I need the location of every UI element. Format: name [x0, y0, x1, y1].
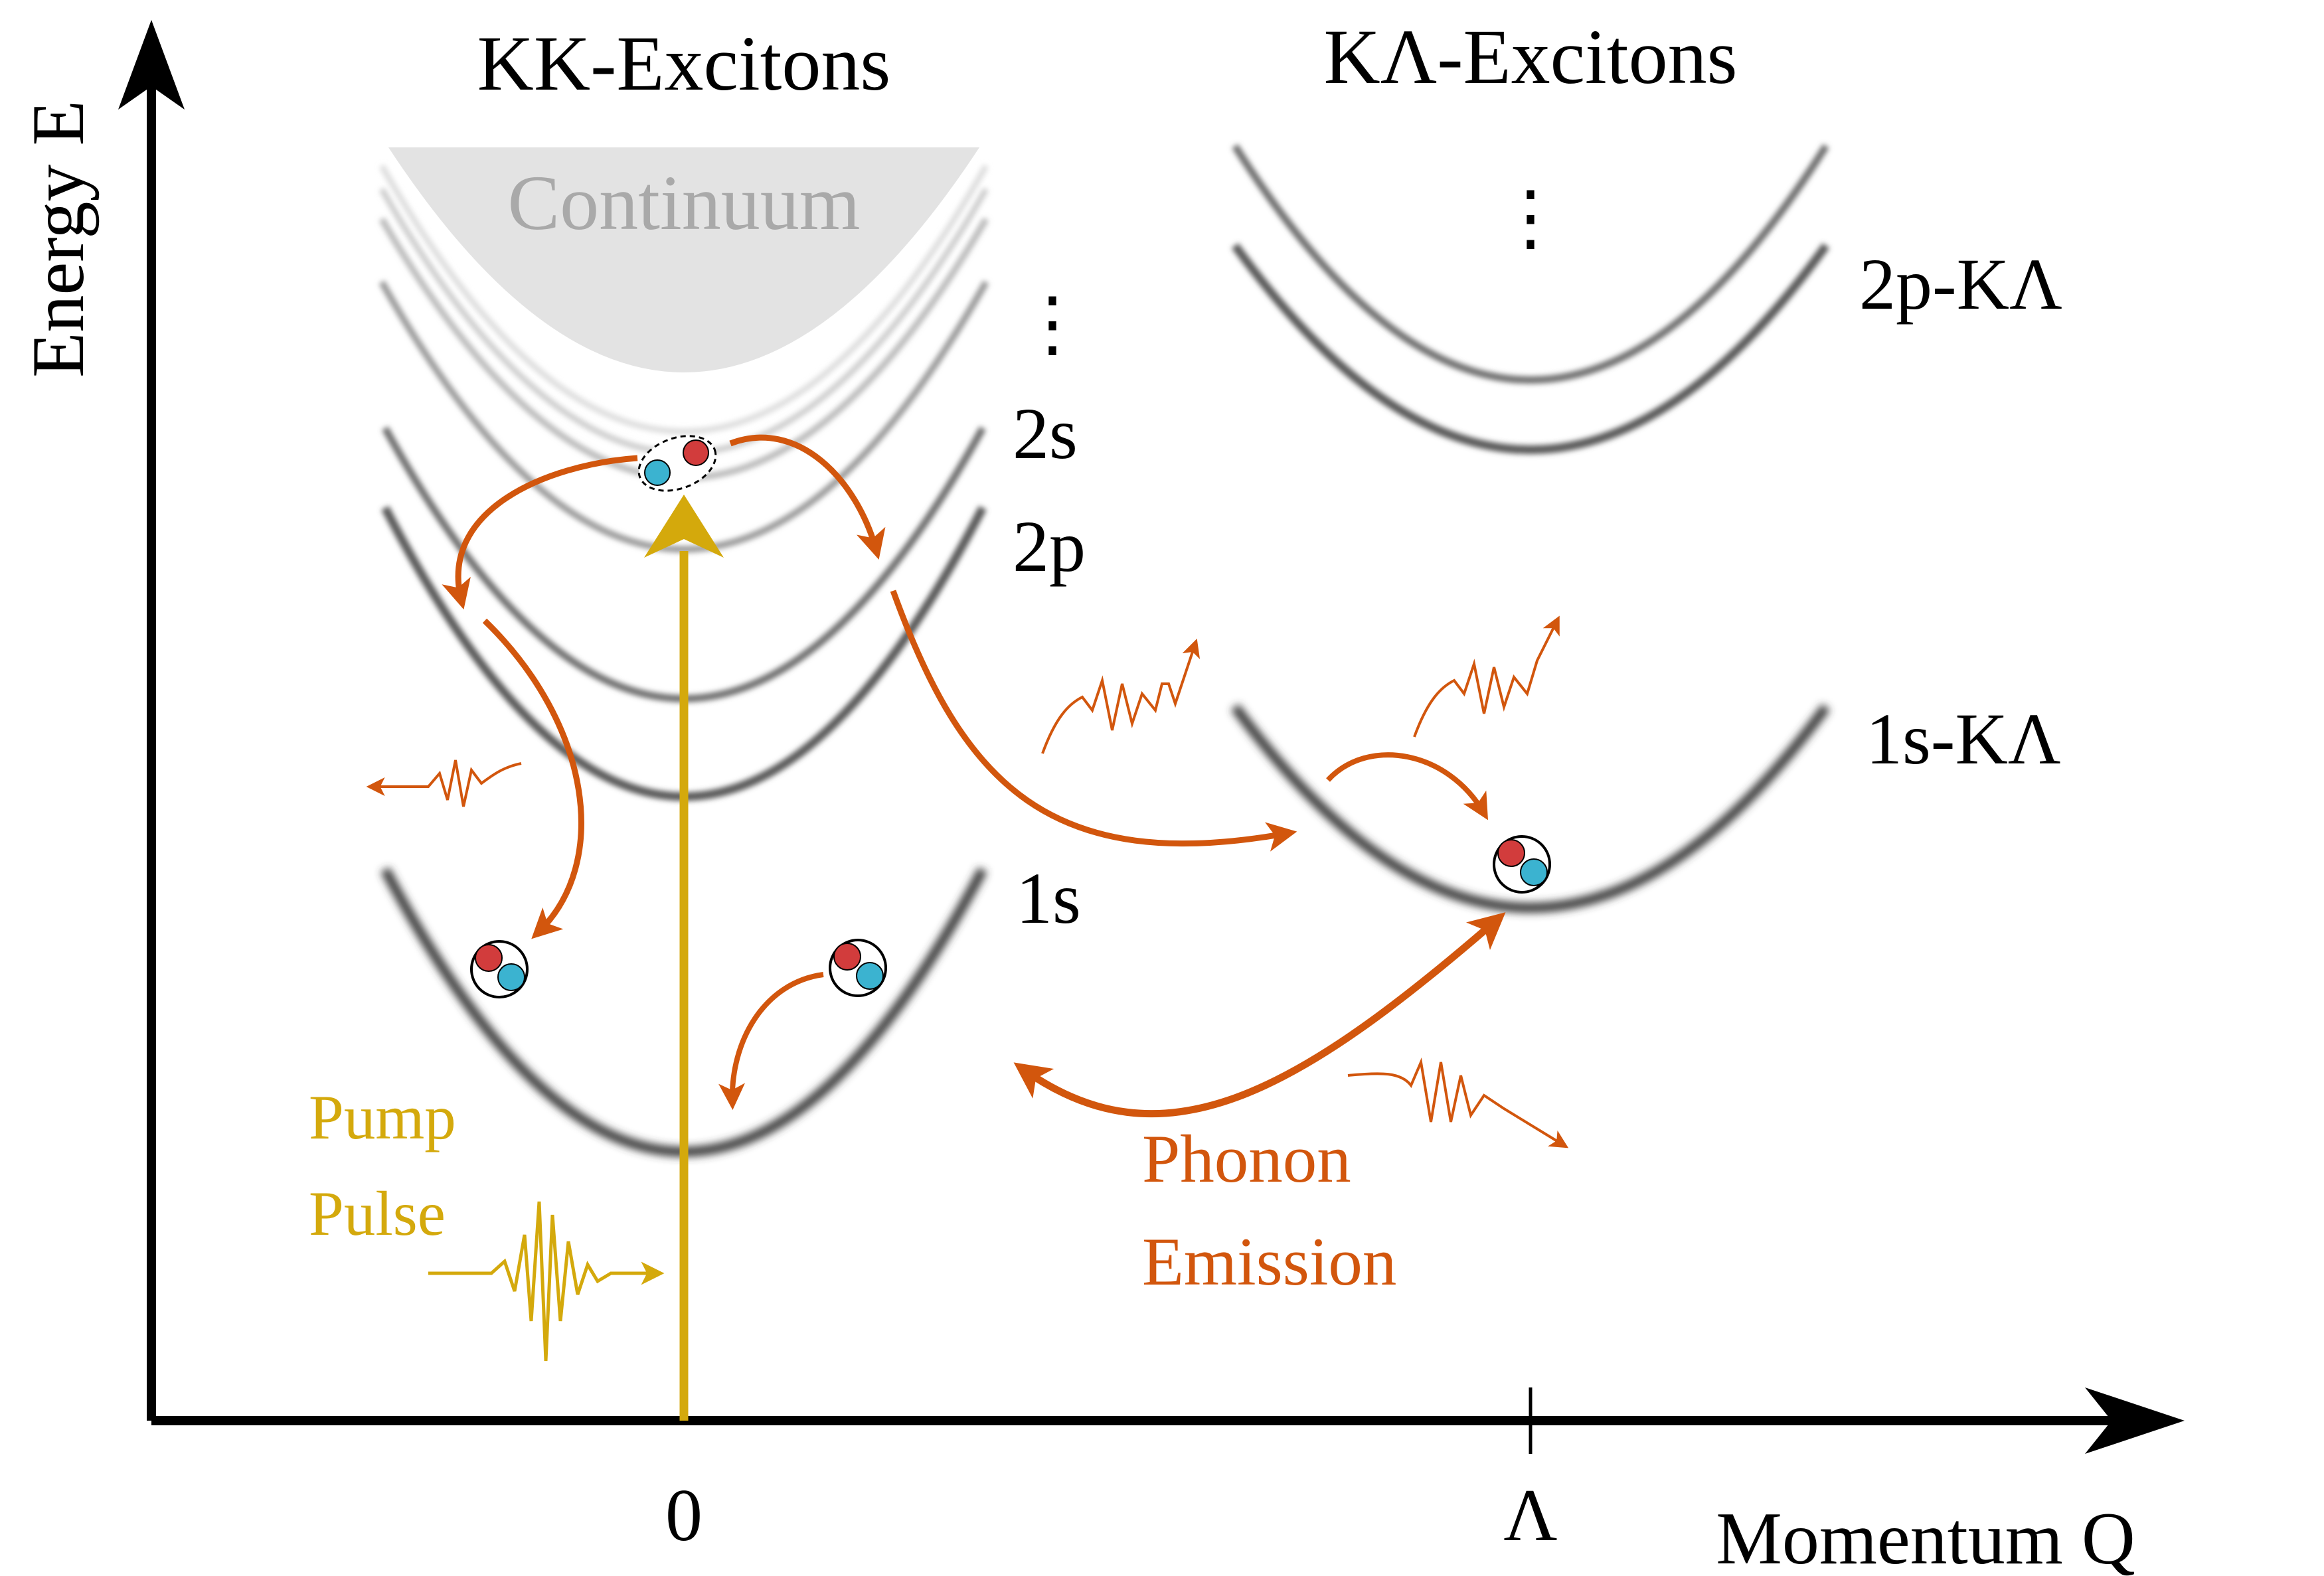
electron-icon — [475, 944, 503, 972]
phonon-wave-center — [1041, 639, 1201, 754]
y-axis-label: Energy E — [17, 100, 100, 378]
x-axis-label: Momentum Q — [1716, 1498, 2135, 1576]
tick-zero-label: 0 — [665, 1474, 703, 1557]
hole-icon — [856, 962, 884, 990]
pump-label-line2: Pulse — [309, 1178, 446, 1249]
pump-arrow-head — [644, 495, 724, 558]
continuum-region — [388, 147, 979, 372]
exciton-continuum — [637, 435, 717, 492]
phonon-label-line2: Emission — [1142, 1224, 1396, 1300]
label-1s-kl: 1s-KΛ — [1866, 698, 2061, 779]
hole-icon — [644, 459, 671, 486]
arrow-kl-to-kk-1s — [1013, 912, 1506, 1118]
exciton-kk-1s-right — [829, 939, 887, 997]
phonon-wave-bottom — [1347, 1057, 1569, 1148]
label-2p-kl: 2p-KΛ — [1859, 244, 2062, 325]
arrow-2p-to-1s-left — [482, 618, 584, 939]
phonon-wave-left — [366, 759, 522, 807]
title-kl-excitons: KΛ-Excitons — [1323, 13, 1737, 100]
pump-pulse-wave — [428, 1201, 665, 1362]
exciton-kk-1s-left — [470, 940, 529, 998]
continuum-label: Continuum — [507, 159, 860, 246]
kl-2p-band — [1231, 243, 1830, 454]
electron-icon — [833, 943, 861, 971]
pump-label-line1: Pump — [309, 1082, 456, 1152]
x-axis-arrowhead — [2085, 1387, 2185, 1454]
exciton-kl-1s — [1493, 835, 1551, 894]
kl-upper-band — [1232, 144, 1829, 384]
kl-1s-band — [1230, 704, 1831, 913]
label-1s: 1s — [1016, 858, 1081, 939]
axes — [118, 20, 2185, 1454]
ellipsis-right: ⋮ — [1494, 177, 1567, 258]
arrow-2s-to-2p-right — [729, 434, 886, 560]
hole-icon — [1520, 858, 1548, 886]
tick-lambda-label: Λ — [1503, 1474, 1557, 1557]
phonon-waves — [366, 615, 1569, 1148]
scattering-arrows — [442, 434, 1506, 1118]
arrow-2s-to-2p-left — [442, 455, 638, 610]
electron-icon — [1497, 839, 1525, 867]
y-axis-arrowhead — [118, 20, 185, 110]
phonon-label-line1: Phonon — [1142, 1121, 1351, 1197]
hole-icon — [497, 963, 525, 991]
electron-icon — [683, 439, 709, 466]
arrow-2p-to-1s-kl — [890, 590, 1297, 852]
label-2p: 2p — [1013, 506, 1086, 587]
phonon-wave-right — [1413, 615, 1560, 738]
label-2s: 2s — [1013, 393, 1078, 474]
arrow-1s-relax — [718, 972, 824, 1110]
arrow-1s-kl-relax — [1326, 752, 1489, 821]
title-kk-excitons: KK-Excitons — [477, 20, 891, 107]
ellipsis-left: ⋮ — [1016, 283, 1089, 364]
